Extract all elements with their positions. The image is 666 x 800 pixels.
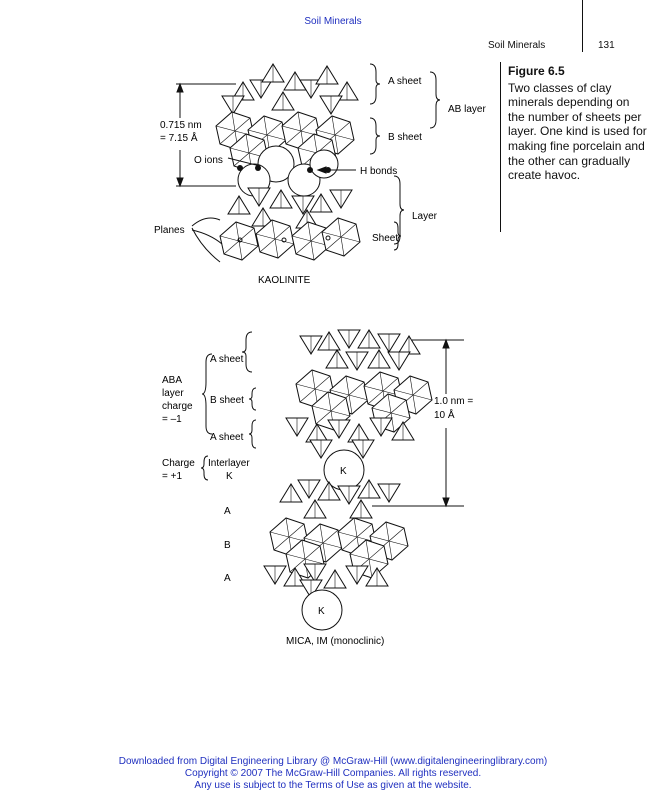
kaolinite-dimension-angstrom: = 7.15 Å <box>160 131 198 144</box>
footer-download-link[interactable]: Downloaded from Digital Engineering Libr… <box>0 756 666 768</box>
mica-a-sheet-top <box>300 330 420 370</box>
mica-label-a-lower: A <box>224 573 231 584</box>
mica-charge2-value: = +1 <box>162 471 182 482</box>
kaolinite-dimension-nm: 0.715 nm <box>160 120 202 131</box>
kaolinite-ab-layer-label: AB layer <box>448 104 486 115</box>
mica-interlayer-k: K <box>226 471 233 482</box>
mica-label-b: B <box>224 540 231 551</box>
mica-charge-word: charge <box>162 401 193 412</box>
kaolinite-layer-label: Layer <box>412 211 438 222</box>
kaolinite-sheet-label: Sheet <box>372 233 398 244</box>
mica-layer-word: layer <box>162 388 184 399</box>
mica-k-ion-top-label: K <box>340 466 347 477</box>
kaolinite-b-sheet-label: B sheet <box>388 132 422 143</box>
kaolinite-o-ions-label: O ions <box>194 155 223 166</box>
mica-a-sheet-lower <box>280 480 400 518</box>
mica-label-a-upper: A <box>224 506 231 517</box>
mica-interlayer-label: Interlayer <box>208 458 250 469</box>
kaolinite-octahedral-sheet-bottom <box>220 218 360 260</box>
mica-b-sheet-top <box>296 370 432 432</box>
mica-aba-label: ABA <box>162 375 182 386</box>
kaolinite-a-sheet-label: A sheet <box>388 76 422 87</box>
mica-a-sheet-label-top: A sheet <box>210 354 244 365</box>
mica-dimension-angstrom: 10 Å <box>434 408 455 421</box>
mica-charge-value: = –1 <box>162 414 182 425</box>
mica-dimension-nm: 1.0 nm = <box>434 396 473 407</box>
footer-copyright: Copyright © 2007 The McGraw-Hill Compani… <box>0 768 666 780</box>
mica-b-sheet-label: B sheet <box>210 395 244 406</box>
mica-k-ion-bottom-label: K <box>318 606 325 617</box>
mica-a-sheet-label-bottom: A sheet <box>210 432 244 443</box>
mica-structure: K K <box>162 330 473 647</box>
kaolinite-planes-label: Planes <box>154 225 185 236</box>
mica-charge2-word: Charge <box>162 458 195 469</box>
kaolinite-title: KAOLINITE <box>258 275 311 286</box>
kaolinite-structure: A sheet AB layer B sheet 0.715 nm = 7.15… <box>154 64 486 286</box>
mica-title: MICA, IM (monoclinic) <box>286 636 384 647</box>
mica-b-sheet-lower <box>270 518 408 578</box>
footer-terms: Any use is subject to the Terms of Use a… <box>0 780 666 792</box>
kaolinite-h-bonds-label: H bonds <box>360 166 397 177</box>
kaolinite-tetrahedral-sheet-top <box>222 64 358 114</box>
